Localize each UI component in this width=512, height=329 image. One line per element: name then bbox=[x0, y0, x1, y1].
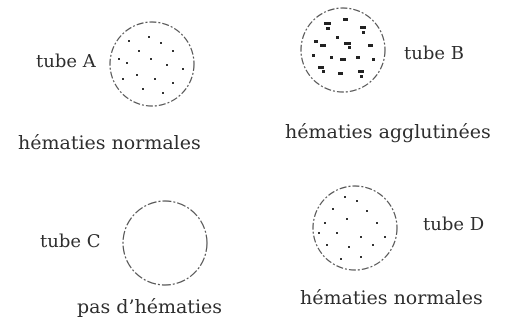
tube-b-clumps bbox=[312, 18, 375, 78]
tube-c-circle bbox=[123, 201, 207, 285]
tube-d-label: tube D bbox=[423, 216, 484, 234]
tube-d-caption: hématies normales bbox=[300, 289, 483, 308]
tube-a-cells bbox=[118, 36, 184, 94]
tube-b-circle bbox=[301, 8, 385, 92]
tube-b-caption: hématies agglutinées bbox=[285, 123, 491, 142]
tube-b-label: tube B bbox=[404, 45, 464, 63]
tube-a-circle bbox=[110, 22, 194, 106]
tube-c-caption: pas d’hématies bbox=[77, 298, 222, 317]
tube-a-label: tube A bbox=[36, 53, 96, 71]
tube-d-cells bbox=[318, 196, 386, 260]
tube-c-label: tube C bbox=[40, 233, 101, 251]
tube-a-caption: hématies normales bbox=[18, 134, 201, 153]
tube-d-circle bbox=[313, 186, 397, 270]
